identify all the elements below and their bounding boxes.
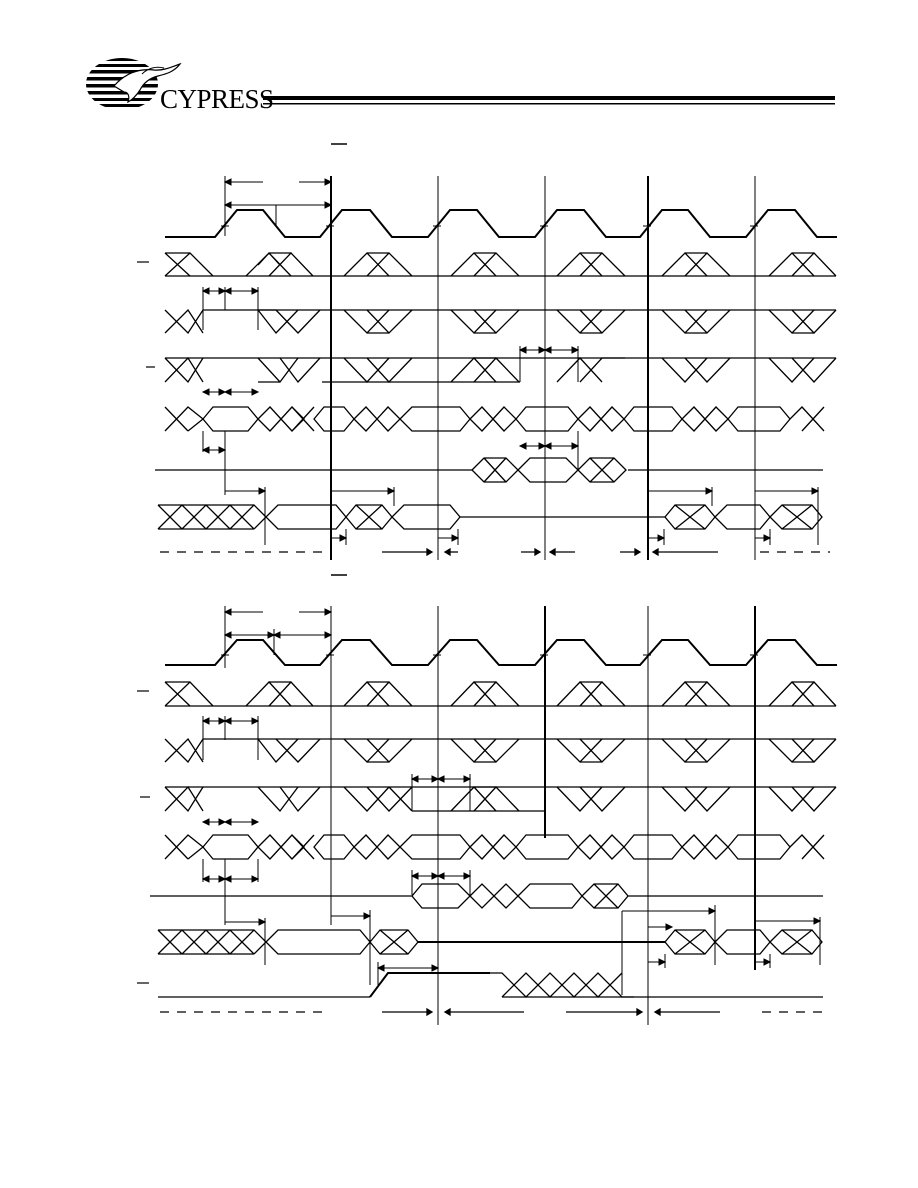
- signal-row-2-5: [150, 883, 823, 909]
- signal-row-2-8-dashed: [160, 1007, 830, 1017]
- setup-hold-arrows-2: [201, 287, 260, 330]
- output-valid-arrows: [225, 487, 820, 545]
- signal-row-2-3: [164, 785, 837, 813]
- signal-row-2: [164, 308, 837, 335]
- signal-row-3: [164, 356, 837, 384]
- setup-hold-arrows-2-2: [201, 716, 260, 760]
- clock-edge-markers-2: [330, 606, 649, 1025]
- cypress-tree-logo-icon: [86, 58, 182, 107]
- signal-row-2-4-bus: [164, 834, 825, 860]
- signal-row-4-bus: [164, 406, 825, 432]
- signal-row-2-2: [164, 737, 837, 764]
- clock-edge-markers-2-bold: [544, 606, 756, 970]
- clock-edge-markers: [437, 176, 756, 560]
- clock-period-arrows: [223, 176, 333, 236]
- header-rule: [263, 96, 835, 105]
- clock-waveform-2: [165, 639, 837, 666]
- clock-edge-markers-bold: [330, 176, 649, 560]
- signal-row-2-1: [164, 681, 837, 707]
- signal-row-2-7: [158, 972, 823, 998]
- page-header: CYPRESS: [0, 0, 918, 130]
- signal-row-7-dashed: [160, 547, 830, 557]
- signal-row-2-6-data-out: [157, 929, 823, 955]
- setup-hold-arrows-2-4: [201, 859, 472, 925]
- setup-hold-arrows-3: [201, 346, 580, 396]
- output-valid-arrows-2: [225, 905, 822, 995]
- setup-hold-arrows-4: [201, 431, 580, 495]
- timing-diagram-2: [137, 574, 837, 1025]
- signal-row-5: [155, 457, 823, 483]
- brand-name: CYPRESS: [160, 84, 274, 114]
- signal-row-6-data-out: [157, 504, 823, 530]
- timing-diagram-1: [137, 143, 837, 560]
- setup-hold-arrows-2-3: [201, 774, 472, 826]
- clock-period-arrows-2: [223, 606, 333, 668]
- signal-row-1: [164, 252, 837, 277]
- clock-waveform: [165, 209, 837, 238]
